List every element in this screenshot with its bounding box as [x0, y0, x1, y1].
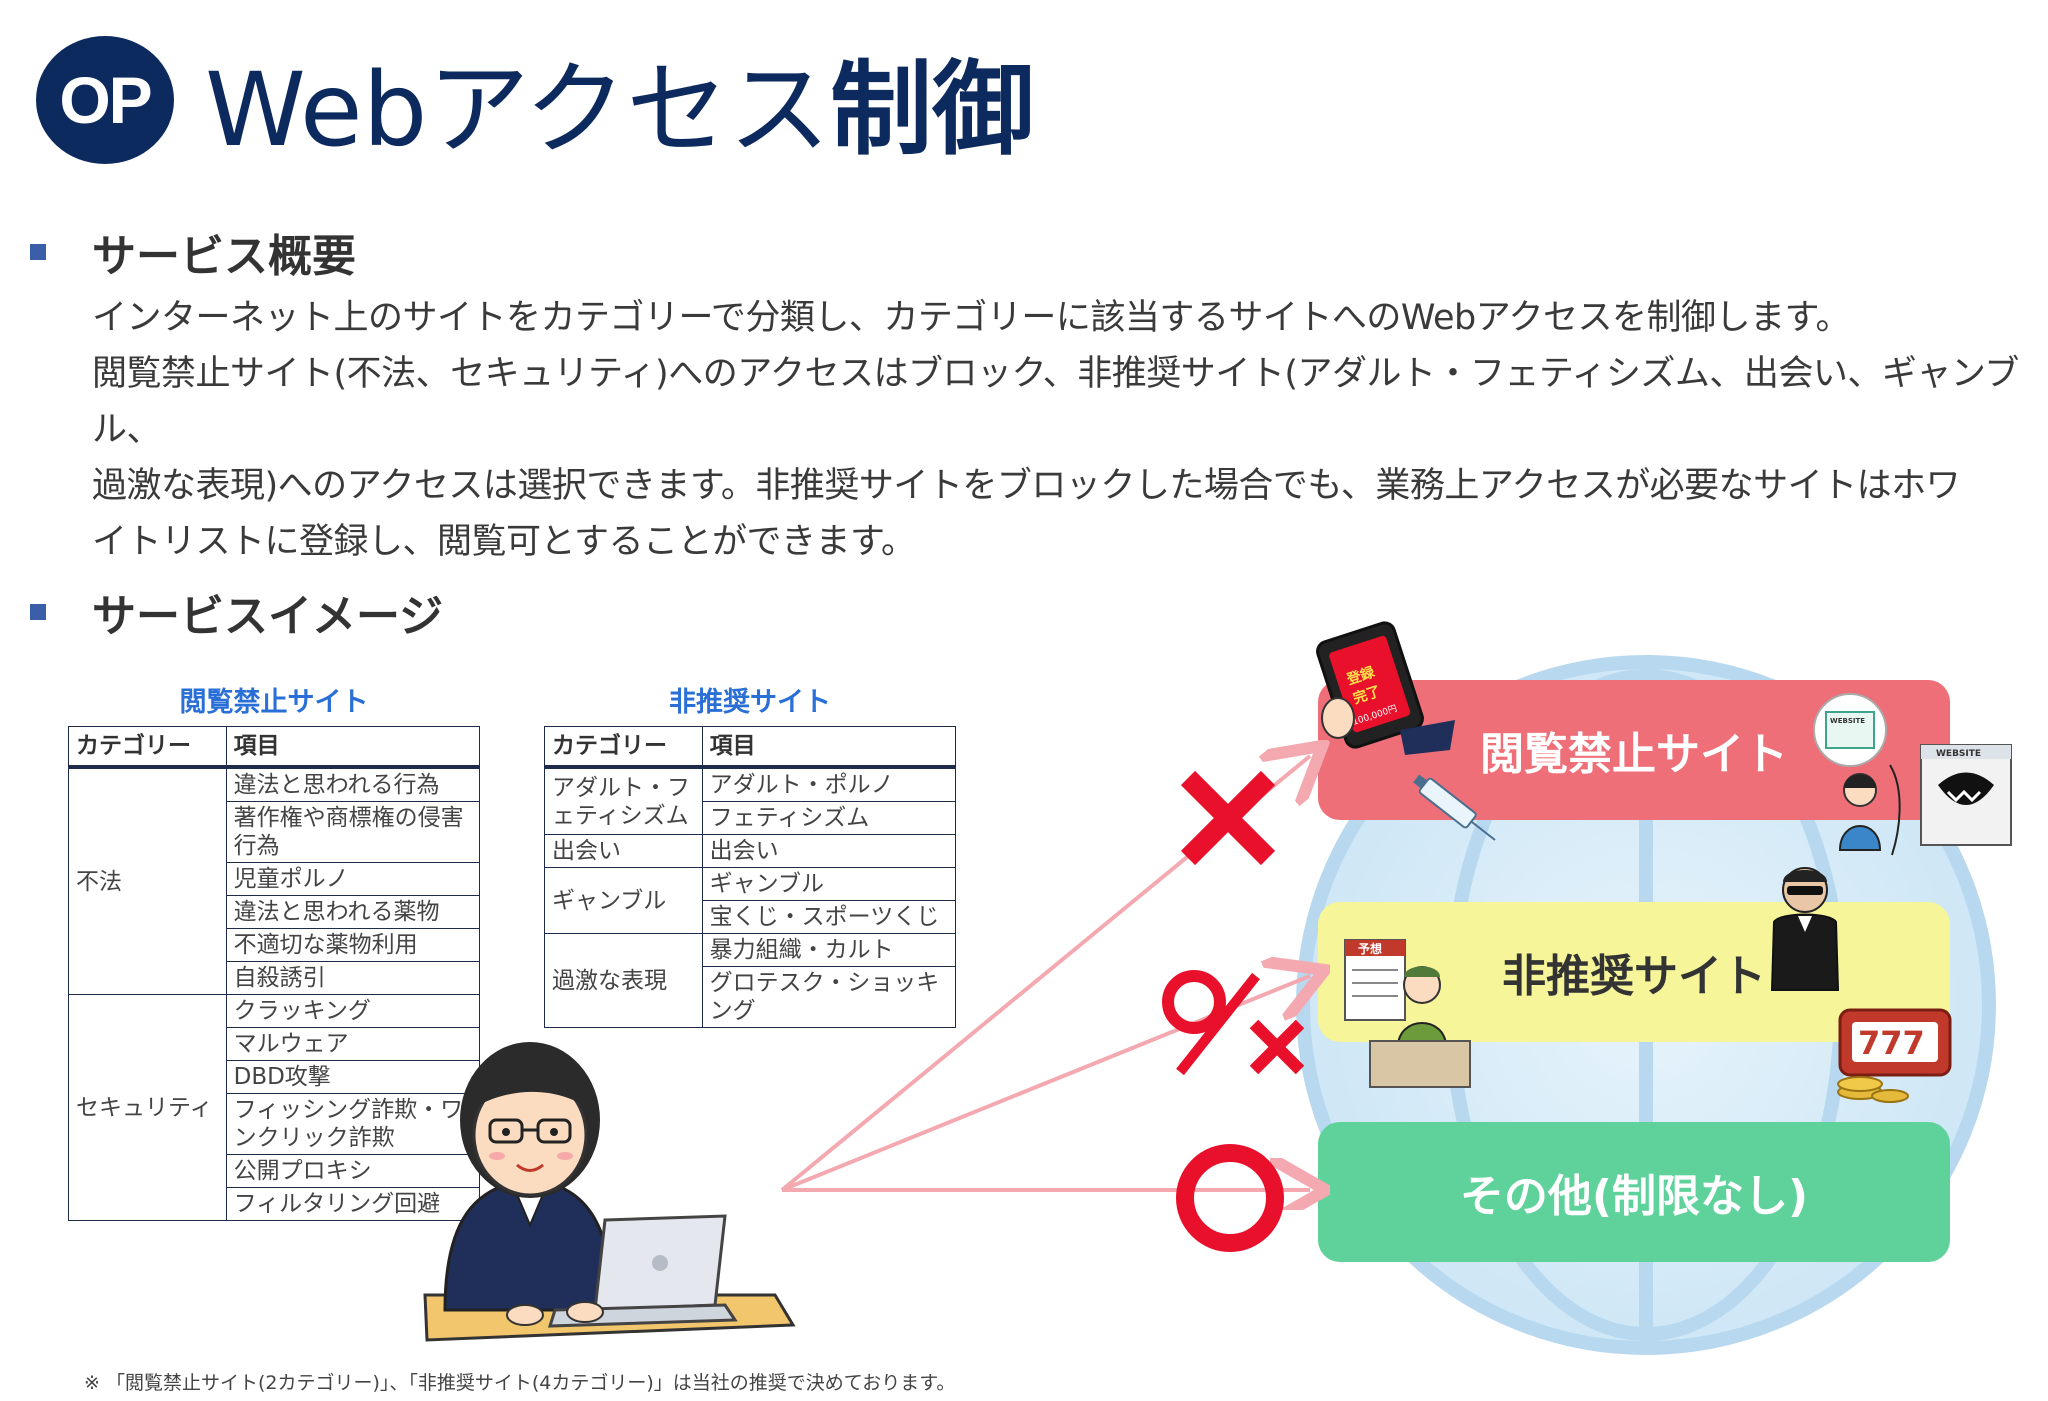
item-cell: フィッシング詐欺・ワンクリック詐欺 — [225, 1093, 481, 1155]
website-bubble-illustration: WEBSITE — [1813, 693, 1887, 767]
worker-illustration — [423, 1042, 796, 1342]
table-row: アダルト・フェティシズム アダルト・ポルノ — [544, 766, 957, 835]
boy-fishing-illustration — [1838, 764, 1901, 856]
table-row: 出会い 出会い — [544, 834, 957, 868]
forbidden-table: カテゴリー 項目 不法 違法と思われる行為 著作権や商標権の侵害行為 児童ポルノ… — [68, 726, 481, 1221]
table-row: グロテスク・ショッキング — [545, 966, 957, 1028]
slot-machine-illustration: 777 — [1837, 1008, 1952, 1103]
category-cell: アダルト・フェティシズム — [544, 766, 703, 835]
table-header-item: 項目 — [225, 726, 481, 769]
table-row: 著作権や商標権の侵害行為 — [69, 801, 481, 863]
item-cell: 児童ポルノ — [225, 862, 481, 896]
item-cell: 著作権や商標権の侵害行為 — [225, 801, 481, 863]
table-header-category: カテゴリー — [68, 726, 227, 769]
item-cell: 宝くじ・スポーツくじ — [701, 900, 957, 934]
website-label-small: WEBSITE — [1830, 717, 1865, 725]
forbidden-table-caption: 閲覧禁止サイト — [179, 687, 369, 718]
website-phishing-illustration: WEBSITE — [1920, 744, 2012, 846]
category-cell: ギャンブル — [544, 867, 703, 934]
slot-digits: 777 — [1858, 1024, 1925, 1062]
table-row: 不適切な薬物利用 — [69, 928, 481, 962]
overview-line: 過激な表現)へのアクセスは選択できます。非推奨サイトをブロックした場合でも、業務… — [92, 466, 1961, 506]
tipster-illustration: 予想 — [1344, 939, 1471, 1088]
overview-line: インターネット上のサイトをカテゴリーで分類し、カテゴリーに該当するサイトへのWe… — [92, 298, 1850, 338]
syringe-illustration — [1413, 774, 1496, 841]
overview-line: イトリストに登録し、閲覧可とすることができます。 — [92, 522, 916, 562]
logo-text: OP — [59, 63, 152, 137]
table-row: 違法と思われる薬物 — [69, 895, 481, 929]
overview-line: 閲覧禁止サイト(不法、セキュリティ)へのアクセスはブロック、非推奨サイト(アダル… — [92, 354, 2019, 450]
op-logo: OP — [36, 36, 174, 164]
notrec-table-caption: 非推奨サイト — [669, 687, 831, 718]
table-row: フェティシズム — [545, 801, 957, 835]
table-row: フィッシング詐欺・ワンクリック詐欺 — [69, 1093, 481, 1155]
table-row: セキュリティ クラッキング — [68, 994, 481, 1221]
website-label: WEBSITE — [1936, 749, 1981, 759]
table-row: 過激な表現 暴力組織・カルト — [544, 933, 957, 1028]
image-heading: サービスイメージ — [92, 591, 444, 642]
item-cell: ギャンブル — [701, 867, 957, 901]
page-title: Webアクセス制御 — [205, 36, 1034, 170]
category-cell: 出会い — [544, 834, 703, 868]
item-cell: 公開プロキシ — [225, 1154, 481, 1188]
block-x-icon — [1180, 770, 1276, 866]
band-other-unrestricted: その他(制限なし) — [1318, 1122, 1950, 1262]
phone-scam-illustration: 登録 完了 100,000円 — [1316, 621, 1455, 755]
item-cell: フェティシズム — [701, 801, 957, 835]
page-title-prefix: Webアクセス — [205, 50, 831, 170]
item-cell: グロテスク・ショッキング — [701, 966, 957, 1028]
overview-heading: サービス概要 — [92, 231, 356, 282]
item-cell: 自殺誘引 — [225, 961, 481, 995]
page-title-bold: 制御 — [830, 50, 1035, 170]
allow-circle-icon — [1176, 1144, 1284, 1252]
overview-text: インターネット上のサイトをカテゴリーで分類し、カテゴリーに該当するサイトへのWe… — [92, 290, 2022, 570]
item-cell: アダルト・ポルノ — [701, 766, 957, 802]
table-row: 公開プロキシ — [69, 1154, 481, 1188]
bullet-square-icon — [30, 604, 46, 620]
footnote: ※ 「閲覧禁止サイト(2カテゴリー)」、「非推奨サイト(4カテゴリー)」は当社の… — [84, 1372, 956, 1394]
table-row: 宝くじ・スポーツくじ — [545, 900, 957, 934]
table-row: 自殺誘引 — [69, 961, 481, 995]
category-cell: 過激な表現 — [544, 933, 703, 1028]
item-cell: 暴力組織・カルト — [701, 933, 957, 967]
notrec-table: カテゴリー 項目 アダルト・フェティシズム アダルト・ポルノ フェティシズム 出… — [544, 726, 957, 1028]
table-row: ギャンブル ギャンブル — [544, 867, 957, 934]
table-header-item: 項目 — [701, 726, 957, 769]
category-cell: セキュリティ — [68, 994, 227, 1221]
category-cell: 不法 — [68, 766, 227, 995]
yoso-label: 予想 — [1358, 941, 1382, 956]
item-cell: 違法と思われる薬物 — [225, 895, 481, 929]
table-row: 不法 違法と思われる行為 — [68, 766, 481, 995]
table-row: 児童ポルノ — [69, 862, 481, 896]
table-header-category: カテゴリー — [544, 726, 703, 769]
selectable-ox-icon — [1162, 970, 1305, 1076]
item-cell: クラッキング — [225, 994, 481, 1028]
bullet-square-icon — [30, 244, 46, 260]
item-cell: 出会い — [701, 834, 957, 868]
item-cell: 不適切な薬物利用 — [225, 928, 481, 962]
man-sunglasses-illustration — [1770, 867, 1840, 991]
item-cell: 違法と思われる行為 — [225, 766, 481, 802]
